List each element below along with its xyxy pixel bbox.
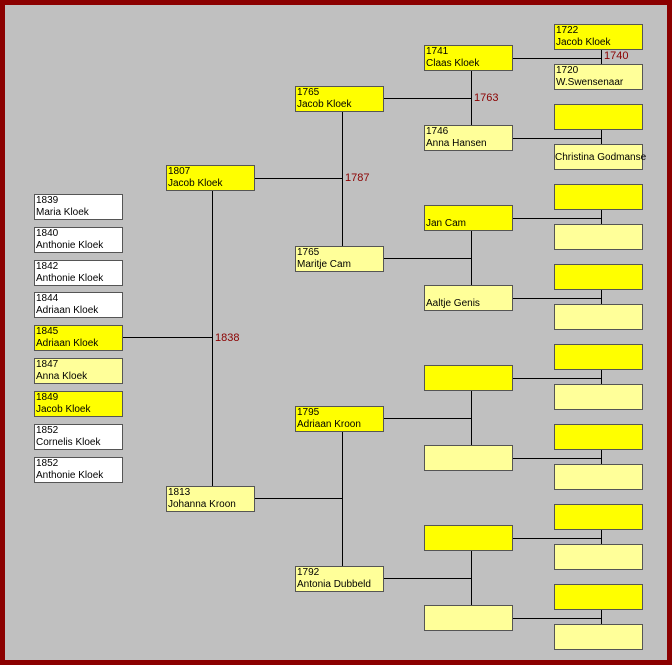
line [513, 58, 601, 59]
line [254, 498, 342, 499]
line [513, 458, 601, 459]
person-box-empty[interactable] [554, 504, 643, 530]
person-box-empty[interactable] [554, 624, 643, 650]
line [471, 551, 472, 605]
line [122, 337, 212, 338]
person-box-empty[interactable] [554, 344, 643, 370]
person-box-empty[interactable] [554, 424, 643, 450]
line [513, 538, 601, 539]
person-box-empty[interactable] [424, 525, 513, 551]
marriage-year: 1763 [474, 92, 499, 104]
line [601, 449, 602, 465]
line [601, 369, 602, 385]
marriage-year: 1787 [345, 172, 370, 184]
line [601, 289, 602, 305]
line [513, 138, 601, 139]
marriage-year: 1838 [215, 332, 240, 344]
person-box-empty[interactable] [554, 544, 643, 570]
person-box-empty[interactable] [424, 365, 513, 391]
person-box-empty[interactable] [554, 304, 643, 330]
line [212, 191, 213, 487]
marriage-year: 1740 [604, 50, 629, 62]
person-box-empty[interactable] [554, 584, 643, 610]
person-box[interactable]: Aaltje Genis [424, 285, 513, 311]
line [601, 129, 602, 145]
person-box-empty[interactable] [554, 384, 643, 410]
line [601, 529, 602, 545]
line [513, 378, 601, 379]
line [342, 111, 343, 247]
person-box-empty[interactable] [554, 224, 643, 250]
person-box-empty[interactable] [424, 605, 513, 631]
line [513, 298, 601, 299]
line [384, 578, 471, 579]
line [384, 258, 471, 259]
line [471, 71, 472, 125]
person-box[interactable]: Jan Cam [424, 205, 513, 231]
line [601, 209, 602, 225]
line [513, 618, 601, 619]
person-box[interactable]: Christina Godmanse [554, 144, 646, 170]
line [513, 218, 601, 219]
person-box-empty[interactable] [554, 264, 643, 290]
line [601, 609, 602, 625]
line [384, 98, 471, 99]
person-box-empty[interactable] [554, 104, 643, 130]
line [601, 49, 602, 65]
line [471, 231, 472, 285]
person-box-empty[interactable] [554, 184, 643, 210]
person-box-empty[interactable] [424, 445, 513, 471]
line [471, 391, 472, 445]
person-box-empty[interactable] [554, 464, 643, 490]
line [384, 418, 471, 419]
line [254, 178, 342, 179]
line [342, 431, 343, 567]
